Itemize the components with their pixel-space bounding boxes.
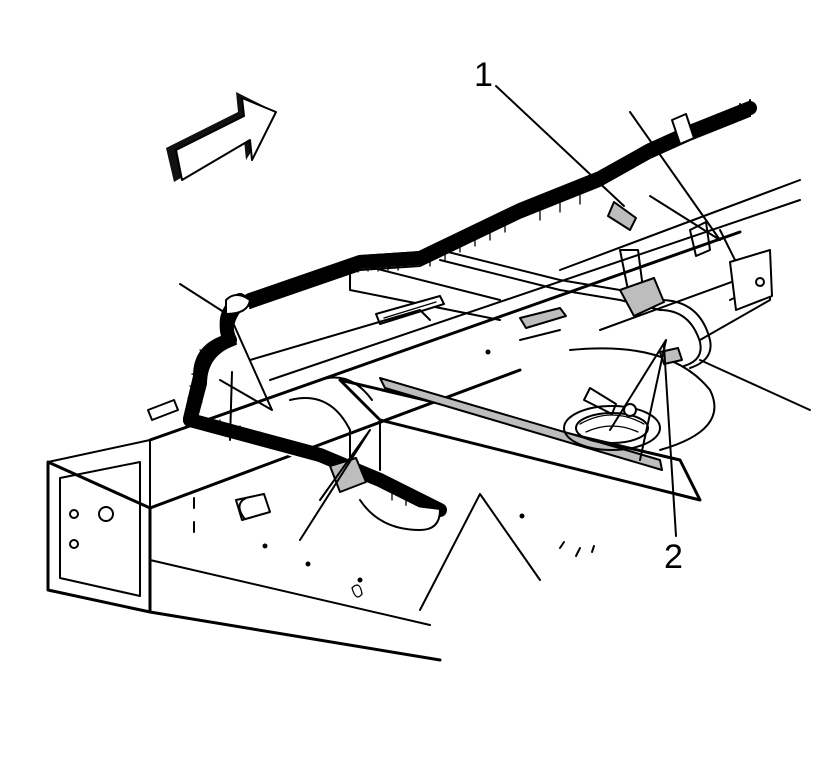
callout-2-group: 2 (663, 345, 683, 576)
rear-structure (559, 179, 811, 411)
callout-1-label: 1 (474, 56, 493, 94)
wiring-harness (147, 99, 757, 531)
callout-2-label: 2 (664, 538, 683, 576)
callout-1-group: 1 (474, 56, 625, 207)
routing-guide-lines (179, 111, 721, 611)
front-direction-arrow-icon (166, 92, 277, 182)
frame-rail (46, 199, 801, 662)
tank-area (563, 347, 716, 451)
